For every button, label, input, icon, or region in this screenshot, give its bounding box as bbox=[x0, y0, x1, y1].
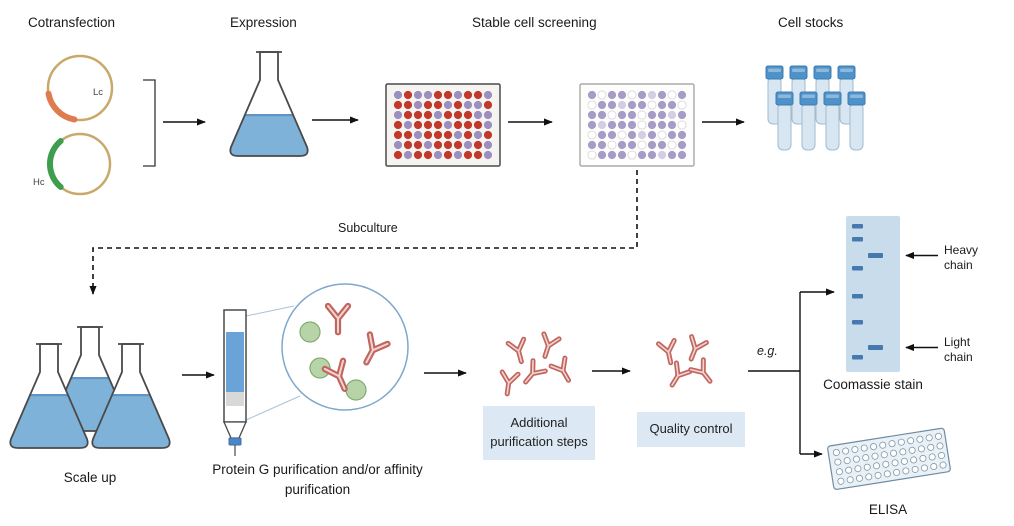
branch-connector bbox=[748, 292, 801, 454]
purification-column-icon bbox=[223, 305, 301, 456]
cryovial-icon bbox=[847, 91, 866, 151]
label-plasmid-lc: Lc bbox=[93, 87, 104, 98]
antibody-cluster-1 bbox=[499, 334, 575, 395]
elisa-plate-icon bbox=[827, 427, 951, 490]
label-cell-stocks: Cell stocks bbox=[778, 15, 844, 30]
label-elisa: ELISA bbox=[868, 502, 908, 517]
antibody-cluster-2 bbox=[659, 337, 717, 390]
cell-stocks-icon bbox=[765, 65, 866, 151]
label-heavy-chain: Heavy chain bbox=[944, 243, 979, 272]
protein-g-bead-icon bbox=[345, 379, 367, 401]
protein-g-bead-icon bbox=[309, 357, 331, 379]
flask-icon bbox=[229, 51, 309, 157]
label-purification: Protein G purification and/or affinity p… bbox=[212, 462, 423, 497]
label-eg: e.g. bbox=[757, 344, 778, 358]
coomassie-gel-icon bbox=[846, 216, 900, 372]
label-stable-cell-screening: Stable cell screening bbox=[472, 15, 597, 30]
column-zoom-circle-icon bbox=[281, 283, 409, 411]
cryovial-icon bbox=[823, 91, 842, 151]
cryovial-icon bbox=[775, 91, 794, 151]
label-expression: Expression bbox=[230, 15, 297, 30]
label-subculture: Subculture bbox=[338, 221, 398, 235]
cryovial-icon bbox=[799, 91, 818, 151]
box-additional-purification: Additional purification steps bbox=[483, 406, 595, 460]
light-chain-band bbox=[868, 345, 883, 350]
flask-icon bbox=[91, 343, 171, 449]
plasmid-hc-icon bbox=[46, 132, 112, 196]
plasmid-bracket bbox=[143, 79, 156, 167]
label-light-chain: Light chain bbox=[944, 335, 973, 364]
protein-g-bead-icon bbox=[299, 321, 321, 343]
flasks-group bbox=[9, 51, 309, 449]
box-quality-control: Quality control bbox=[637, 412, 745, 447]
screening-plate-2-icon bbox=[579, 83, 695, 167]
label-cotransfection: Cotransfection bbox=[28, 15, 116, 30]
label-coomassie-stain: Coomassie stain bbox=[823, 377, 923, 392]
heavy-chain-band bbox=[868, 253, 883, 258]
flow-arrows bbox=[89, 116, 938, 458]
screening-plate-1-icon bbox=[385, 83, 501, 167]
arrow-subculture-dashed bbox=[89, 170, 638, 295]
plasmid-lc-icon bbox=[45, 54, 114, 123]
label-scale-up: Scale up bbox=[63, 470, 117, 485]
label-plasmid-hc: Hc bbox=[33, 177, 45, 188]
